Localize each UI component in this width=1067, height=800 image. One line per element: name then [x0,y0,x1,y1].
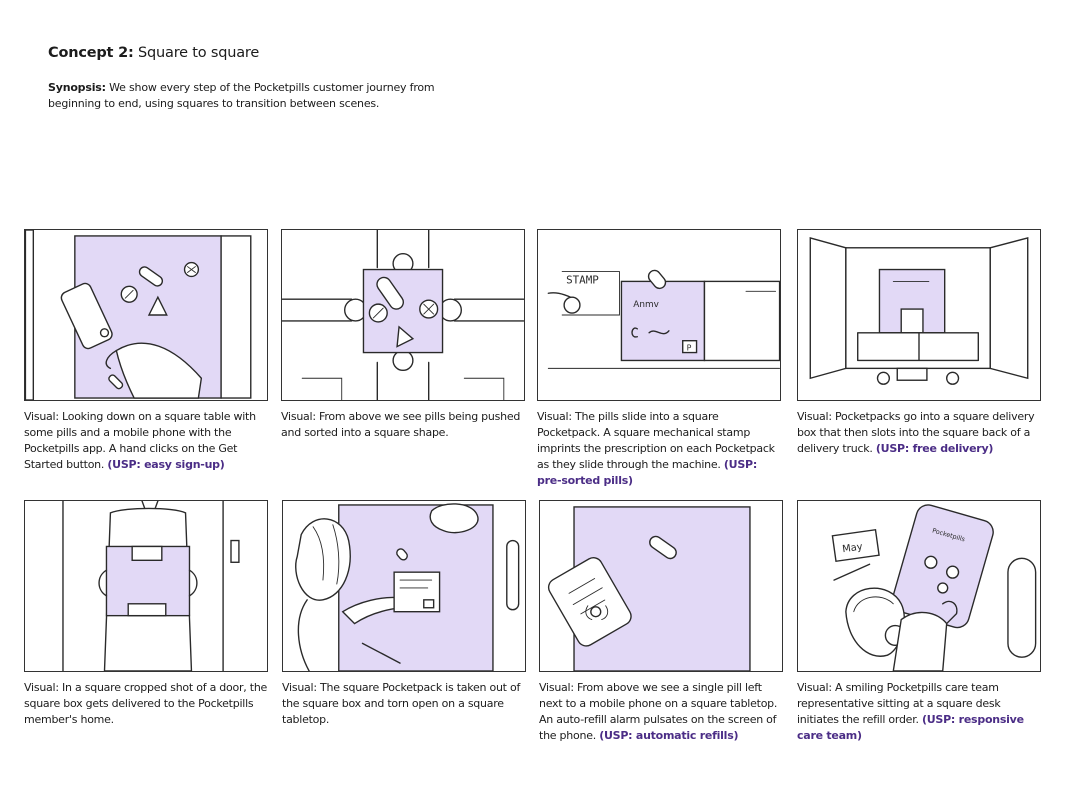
usp-1: (USP: easy sign-up) [107,458,225,471]
visual-text-3: Visual: The pills slide into a square Po… [537,410,775,471]
caption-8: Visual: A smiling Pocketpills care team … [797,680,1041,744]
caption-1: Visual: Looking down on a square table w… [24,409,268,473]
sketch-tabletop-opening [295,503,520,671]
title-text: Square to square [133,45,260,61]
storyboard-frame-6 [282,500,526,672]
usp-7: (USP: automatic refills) [599,729,739,742]
synopsis-label: Synopsis: [48,81,106,94]
title-prefix: Concept 2: [48,45,134,61]
usp-4: (USP: free delivery) [875,442,994,455]
visual-text-8: Visual: A smiling Pocketpills care team … [797,681,1001,726]
page-title: Concept 2: Square to square [48,45,259,61]
sketch-square-table-phone [25,230,252,400]
card-code: P [687,344,692,353]
card-label: Anmv [633,300,659,310]
visual-text-7: Visual: From above we see a single pill … [539,681,778,742]
stamp-label: STAMP [566,273,599,286]
caption-2: Visual: From above we see pills being pu… [281,409,525,441]
note-text: May [842,542,864,556]
caption-3: Visual: The pills slide into a square Po… [537,409,781,489]
caption-7: Visual: From above we see a single pill … [539,680,783,744]
storyboard-frame-3: STAMP Anmv P [537,229,781,401]
storyboard-frame-5 [24,500,268,672]
synopsis: Synopsis: We show every step of the Pock… [48,80,488,112]
synopsis-text: We show every step of the Pocketpills cu… [48,81,435,110]
visual-text-6: Visual: The square Pocketpack is taken o… [282,681,521,726]
caption-5: Visual: In a square cropped shot of a do… [24,680,268,728]
storyboard-frame-1 [24,229,268,401]
storyboard-frame-8: May Pocketpills [797,500,1041,672]
sketch-care-team-rep: May Pocketpills [831,504,1037,671]
usp-8: (USP: responsive care team) [797,713,1024,742]
storyboard-frame-4 [797,229,1041,401]
sketch-stamp-machine: STAMP Anmv P [547,269,780,369]
storyboard-frame-7 [539,500,783,672]
visual-text-4: Visual: Pocketpacks go into a square del… [797,410,1035,455]
sketch-pills-sorted [282,230,524,400]
visual-text-1: Visual: Looking down on a square table w… [24,410,256,471]
visual-text-2: Visual: From above we see pills being pu… [281,410,521,439]
sketch-delivery-truck [809,236,1029,385]
storyboard-frame-2 [281,229,525,401]
sketch-door-delivery [62,501,240,671]
usp-3: (USP: pre-sorted pills) [537,458,757,487]
sketch-phone-refill-alarm [547,506,751,671]
caption-4: Visual: Pocketpacks go into a square del… [797,409,1041,457]
visual-text-5: Visual: In a square cropped shot of a do… [24,681,268,726]
caption-6: Visual: The square Pocketpack is taken o… [282,680,526,728]
